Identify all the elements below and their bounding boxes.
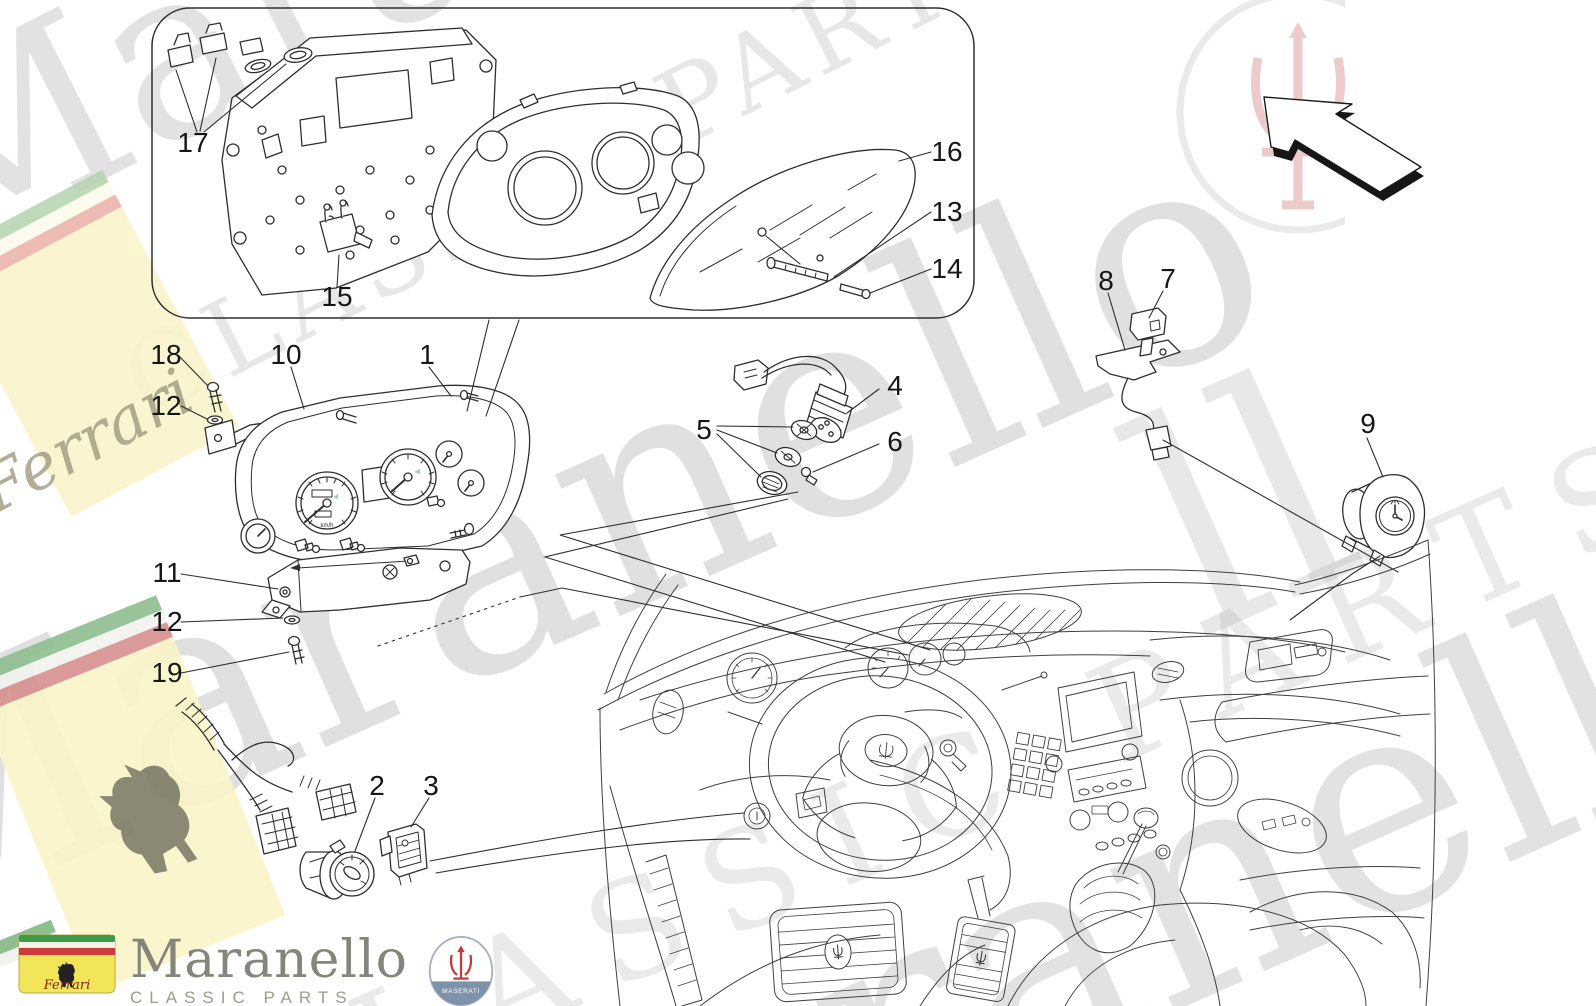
- instrument-cluster-group: km/h: [204, 381, 531, 665]
- callout-7: 7: [1160, 263, 1176, 294]
- leader-lines: [175, 57, 1399, 874]
- maserati-badge: MASERATI: [428, 936, 494, 1006]
- callout-15: 15: [321, 281, 353, 312]
- speedometer-dial: km/h: [295, 471, 359, 535]
- grille-cap: [756, 470, 788, 496]
- bulb-connectors: [167, 22, 313, 74]
- direction-arrow-icon: [1263, 96, 1424, 201]
- wiring-harness: [175, 697, 321, 813]
- speedometer-unit-label: km/h: [320, 523, 333, 529]
- callout-13: 13: [931, 196, 963, 227]
- sender-body-4: [806, 383, 853, 443]
- exploded-box-border: [151, 7, 975, 319]
- washers-5: [774, 419, 818, 468]
- brake-pedal: [946, 916, 1016, 1002]
- bulb-sockets: [294, 495, 446, 554]
- cluster-back-panel: [221, 27, 497, 296]
- sender-cable: [761, 355, 847, 402]
- ferrari-shield-logo: Ferrari: [18, 934, 116, 994]
- connector-plug: [733, 359, 769, 391]
- dashboard-interior: [597, 539, 1436, 1006]
- bracket-8: [1095, 339, 1181, 381]
- screw-18: [206, 381, 224, 425]
- prancing-horse-watermark: [99, 764, 198, 874]
- callout-2: 2: [369, 770, 385, 801]
- bulb-6: [800, 466, 818, 486]
- ferrari-shield-watermark-top: Ferrari: [0, 169, 240, 529]
- steering-wheel: [748, 657, 1012, 879]
- switch-harness-group: [175, 697, 428, 900]
- callout-14: 14: [931, 253, 963, 284]
- callout-18: 18: [150, 339, 182, 370]
- callout-16: 16: [931, 136, 963, 167]
- console-keypad: [1007, 731, 1062, 799]
- cluster-sensor-15: [319, 199, 373, 253]
- sensor-bracket-group: [1095, 307, 1181, 461]
- sensor-7: [1129, 307, 1167, 341]
- sender-parts-group: [733, 355, 853, 496]
- washer-12-screw-19: [283, 615, 305, 665]
- exploded-view-box: [151, 7, 975, 319]
- tachometer-dial: [379, 448, 437, 506]
- gauge-bezel: [431, 81, 705, 277]
- cluster-lens-16: [649, 148, 916, 311]
- headlight-switch-2: [299, 839, 375, 900]
- prancing-horse-icon: [57, 961, 75, 988]
- callout-6: 6: [887, 426, 903, 457]
- ferrari-script-label: Ferrari: [43, 978, 91, 993]
- maserati-trident-icon: [449, 945, 472, 980]
- clock-gauge-group: [1341, 473, 1426, 567]
- small-gauges: [240, 440, 485, 554]
- logo-tagline-text: CLASSIC PARTS: [130, 988, 354, 1006]
- maserati-label: MASERATI: [442, 988, 480, 995]
- lens-glare-lines: [699, 173, 877, 273]
- callout-11: 11: [152, 557, 182, 588]
- logo-brand-text: Maranello: [130, 930, 408, 990]
- callout-5: 5: [696, 414, 712, 445]
- callout-3: 3: [423, 770, 439, 801]
- callout-19: 19: [151, 657, 183, 688]
- callout-4: 4: [887, 370, 903, 401]
- steering-trident-icon: [879, 742, 894, 759]
- callout-1: 1: [419, 339, 435, 370]
- callout-17: 17: [177, 127, 209, 158]
- speedo-ticks: [297, 476, 357, 525]
- harness-connector-b: [315, 783, 357, 821]
- callout-12: 12: [150, 390, 182, 421]
- harness-connector-a: [255, 807, 299, 855]
- panel-rivets: [226, 59, 493, 260]
- bracket-clip-screw: [403, 522, 475, 567]
- callout-10: 10: [270, 339, 302, 370]
- lens-screws: [766, 256, 871, 300]
- ferrari-shield-watermark-bottom: [0, 595, 286, 992]
- callout-12: 12: [151, 606, 183, 637]
- sensor-wire: [1121, 377, 1155, 432]
- bottom-bracket-11: [261, 547, 471, 619]
- callout-8: 8: [1098, 265, 1114, 296]
- maranello-logo: Ferrari Maranello CLASSIC PARTS MASERATI: [18, 934, 498, 1006]
- rocker-switch-3: [379, 823, 428, 886]
- callout-9: 9: [1360, 408, 1376, 439]
